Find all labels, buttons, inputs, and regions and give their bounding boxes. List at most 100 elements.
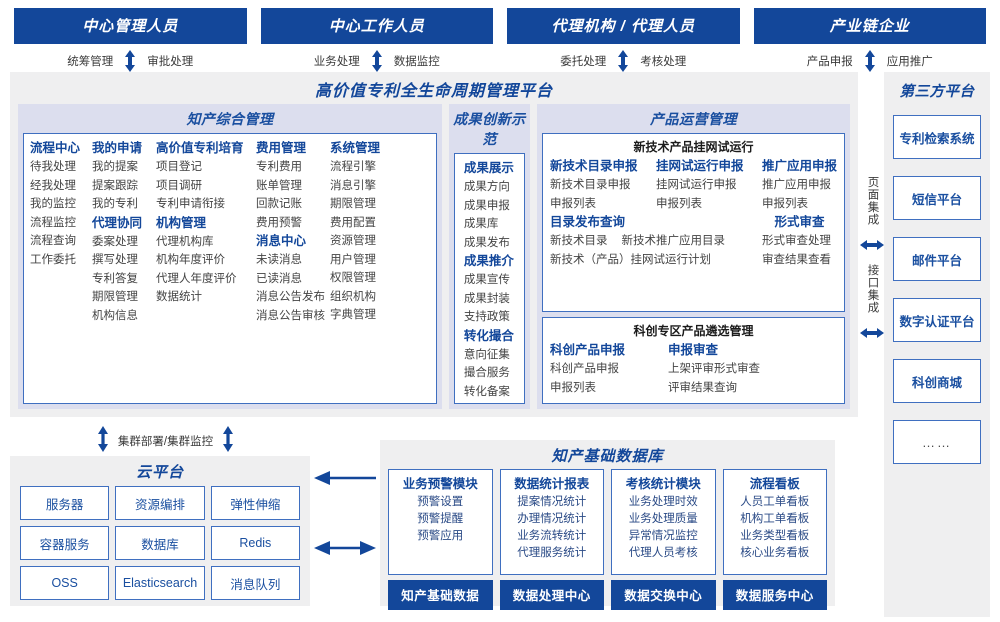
group-head[interactable]: 形式审查 xyxy=(774,215,825,229)
menu-item[interactable]: 组织机构 xyxy=(330,290,376,303)
menu-item[interactable]: 用户管理 xyxy=(330,253,376,266)
db-card-item[interactable]: 业务处理质量 xyxy=(628,513,698,525)
menu-item[interactable]: 成果发布 xyxy=(463,236,510,249)
menu-item[interactable]: 代理人年度评价 xyxy=(156,272,237,285)
db-card-item[interactable]: 代理服务统计 xyxy=(517,547,587,559)
menu-item[interactable]: 项目登记 xyxy=(156,161,202,173)
menu-item[interactable]: 未读消息 xyxy=(256,254,302,266)
menu-item[interactable]: 科创产品申报 xyxy=(549,363,619,375)
group-head[interactable]: 机构管理 xyxy=(156,215,207,230)
menu-item[interactable]: 成果库 xyxy=(463,218,499,230)
group-head[interactable]: 费用管理 xyxy=(256,141,307,155)
group-head[interactable]: 申报审查 xyxy=(667,343,718,357)
group-head[interactable]: 成果推介 xyxy=(463,254,514,268)
group-head[interactable]: 科创产品申报 xyxy=(549,343,625,357)
group-head[interactable]: 流程中心 xyxy=(30,141,81,155)
menu-item[interactable]: 意向征集 xyxy=(463,348,510,361)
menu-item[interactable]: 消息公告发布 xyxy=(256,291,325,303)
menu-item[interactable]: 我的监控 xyxy=(30,198,76,210)
db-card-item[interactable]: 预警设置 xyxy=(417,496,464,508)
menu-item[interactable]: 费用配置 xyxy=(330,216,376,229)
third-party-item-sms[interactable]: 短信平台 xyxy=(893,176,981,220)
menu-item[interactable]: 新技术目录 xyxy=(549,235,608,247)
menu-item[interactable]: 提案跟踪 xyxy=(92,179,138,192)
third-party-item-innovation-mall[interactable]: 科创商城 xyxy=(893,359,981,403)
cloud-cell-container[interactable]: 容器服务 xyxy=(20,526,110,560)
menu-item[interactable]: 支持政策 xyxy=(463,311,510,323)
menu-item[interactable]: 代理机构库 xyxy=(156,235,214,248)
db-card-item[interactable]: 业务流转统计 xyxy=(517,530,587,542)
menu-item[interactable]: 成果申报 xyxy=(463,199,510,212)
db-card-item[interactable]: 核心业务看板 xyxy=(740,547,810,559)
menu-item[interactable]: 流程查询 xyxy=(30,235,76,247)
group-head[interactable]: 目录发布查询 xyxy=(549,215,625,229)
group-head[interactable]: 成果展示 xyxy=(463,161,514,175)
menu-item[interactable]: 形式审查处理 xyxy=(761,235,831,247)
group-head[interactable]: 新技术目录申报 xyxy=(549,159,638,173)
menu-item[interactable]: 机构信息 xyxy=(92,309,138,322)
menu-item[interactable]: 专利费用 xyxy=(256,161,302,173)
menu-item[interactable]: 审查结果查看 xyxy=(761,253,831,266)
cloud-cell-autoscaling[interactable]: 弹性伸缩 xyxy=(210,486,300,520)
cloud-cell-database[interactable]: 数据库 xyxy=(115,526,205,560)
menu-item[interactable]: 工作委托 xyxy=(30,253,76,266)
menu-item[interactable]: 专利申请衔接 xyxy=(156,198,225,210)
cloud-cell-oss[interactable]: OSS xyxy=(20,566,110,600)
cloud-cell-orchestration[interactable]: 资源编排 xyxy=(115,486,205,520)
db-card-item[interactable]: 异常情况监控 xyxy=(628,530,698,542)
db-card-item[interactable]: 人员工单看板 xyxy=(740,496,810,508)
db-foot-badge[interactable]: 知产基础数据 xyxy=(388,580,493,610)
db-card-item[interactable]: 办理情况统计 xyxy=(517,513,587,525)
menu-item[interactable]: 推广应用申报 xyxy=(761,179,831,191)
db-card-item[interactable]: 提案情况统计 xyxy=(517,496,587,508)
menu-item[interactable]: 撮合服务 xyxy=(463,367,510,379)
group-head[interactable]: 高价值专利培育 xyxy=(156,141,244,155)
db-card-item[interactable]: 预警提醒 xyxy=(417,513,464,525)
menu-item[interactable]: 权限管理 xyxy=(330,272,376,284)
group-head[interactable]: 转化撮合 xyxy=(463,328,514,343)
menu-item[interactable]: 期限管理 xyxy=(92,291,138,303)
third-party-item-patent-search[interactable]: 专利检索系统 xyxy=(893,115,981,159)
menu-item[interactable]: 我的提案 xyxy=(92,161,138,173)
group-head[interactable]: 代理协同 xyxy=(92,215,143,230)
menu-item[interactable]: 流程引擎 xyxy=(330,161,376,173)
menu-item[interactable]: 申报列表 xyxy=(761,197,808,210)
menu-item[interactable]: 账单管理 xyxy=(256,179,302,192)
db-card-item[interactable]: 业务类型看板 xyxy=(740,530,810,542)
cloud-cell-elasticsearch[interactable]: Elasticsearch xyxy=(115,566,205,600)
third-party-item-email[interactable]: 邮件平台 xyxy=(893,237,981,281)
db-foot-badge[interactable]: 数据交换中心 xyxy=(611,580,716,610)
menu-item[interactable]: 消息引擎 xyxy=(330,179,376,192)
menu-item[interactable]: 挂网试运行申报 xyxy=(655,179,737,191)
group-head[interactable]: 消息中心 xyxy=(256,234,307,248)
menu-item[interactable]: 申报列表 xyxy=(549,381,596,394)
menu-item[interactable]: 专利答复 xyxy=(92,272,138,285)
db-card-item[interactable]: 代理人员考核 xyxy=(628,547,698,559)
group-head[interactable]: 我的申请 xyxy=(92,141,143,155)
menu-item[interactable]: 我的专利 xyxy=(92,198,138,210)
menu-item[interactable]: 评审结果查询 xyxy=(667,381,737,394)
db-foot-badge[interactable]: 数据服务中心 xyxy=(722,580,827,610)
db-card-item[interactable]: 机构工单看板 xyxy=(740,513,810,525)
menu-item[interactable]: 项目调研 xyxy=(156,179,202,192)
group-head[interactable]: 挂网试运行申报 xyxy=(655,159,744,173)
group-head[interactable]: 推广应用申报 xyxy=(761,159,837,173)
cloud-cell-server[interactable]: 服务器 xyxy=(20,486,110,520)
menu-item[interactable]: 申报列表 xyxy=(655,197,702,210)
db-foot-badge[interactable]: 数据处理中心 xyxy=(499,580,604,610)
menu-item[interactable]: 申报列表 xyxy=(549,197,596,210)
menu-item[interactable]: 新技术（产品）挂网试运行计划 xyxy=(549,253,711,266)
menu-item[interactable]: 期限管理 xyxy=(330,198,376,210)
menu-item[interactable]: 消息公告审核 xyxy=(256,309,325,322)
menu-item[interactable]: 上架评审形式审查 xyxy=(667,363,760,375)
menu-item[interactable]: 撰写处理 xyxy=(92,254,138,266)
menu-item[interactable]: 字典管理 xyxy=(330,309,376,321)
menu-item[interactable]: 数据统计 xyxy=(156,291,202,303)
cloud-cell-redis[interactable]: Redis xyxy=(210,526,300,560)
menu-item[interactable]: 费用预警 xyxy=(256,216,302,229)
third-party-item-more[interactable]: …… xyxy=(893,420,981,464)
menu-item[interactable]: 流程监控 xyxy=(30,216,76,229)
menu-item[interactable]: 待我处理 xyxy=(30,161,76,173)
menu-item[interactable]: 转化备案 xyxy=(463,385,510,398)
menu-item[interactable]: 已读消息 xyxy=(256,272,302,285)
